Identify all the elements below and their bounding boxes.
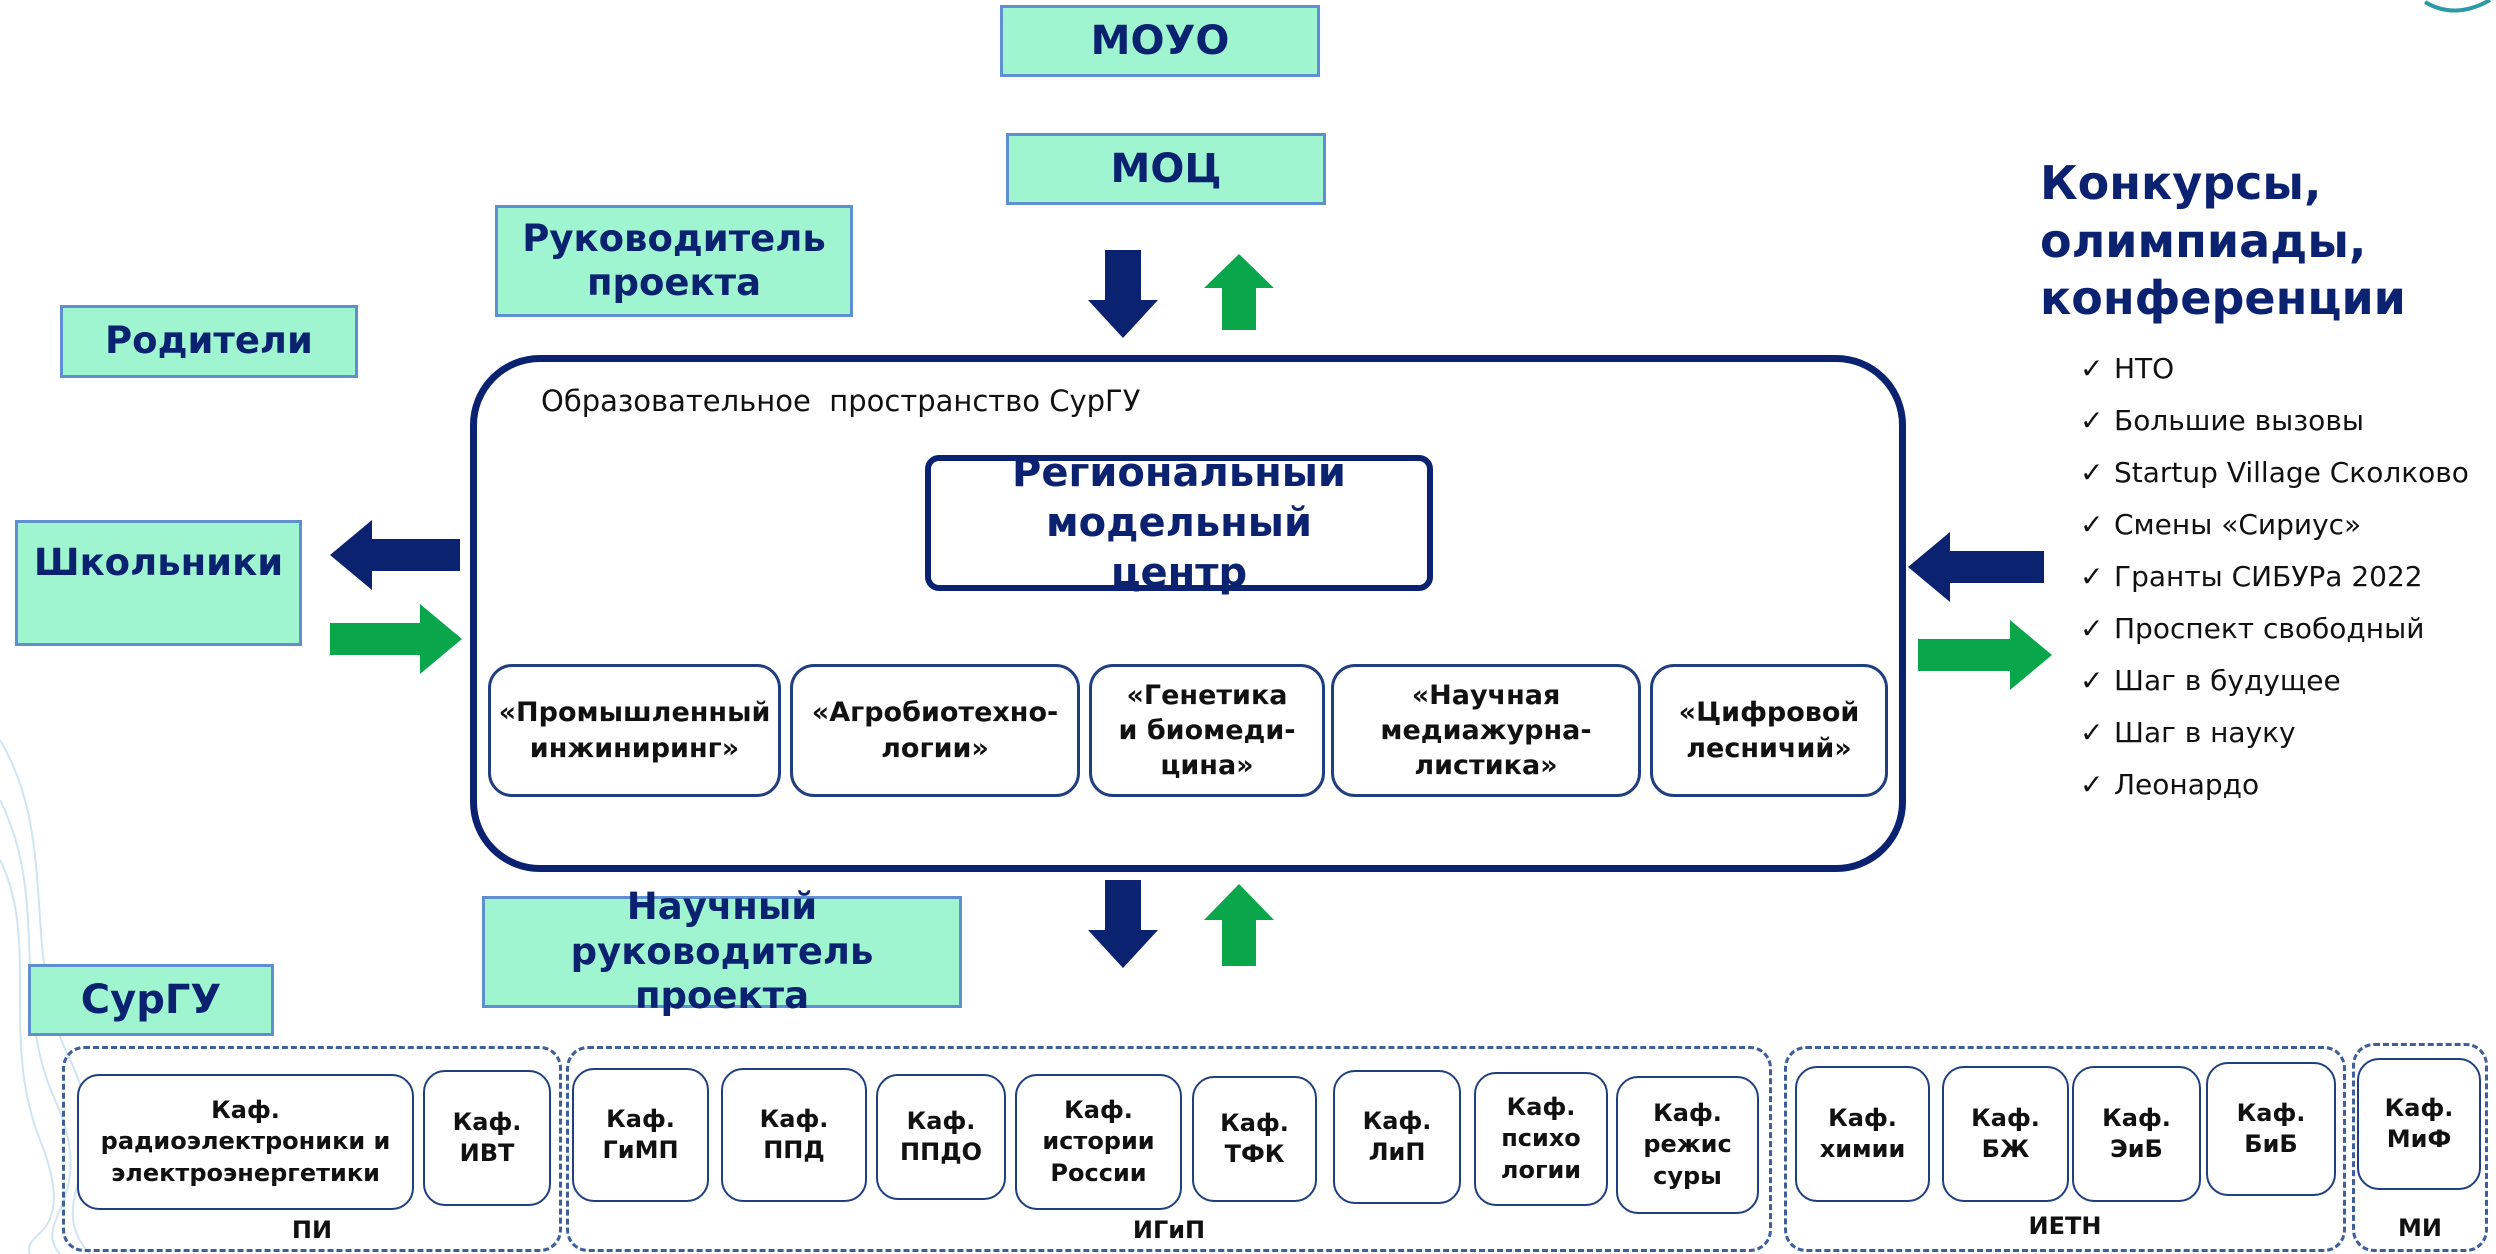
direction-digital-forester: «Цифровой лесничий» — [1650, 664, 1888, 797]
dept-gimp: Каф. ГиМП — [572, 1068, 709, 1202]
surgu-box: СурГУ — [28, 964, 274, 1036]
checkmark-icon: ✓ — [2080, 508, 2104, 541]
group-label-pi: ПИ — [291, 1216, 333, 1244]
direction-industrial-engineering: «Промышленный инжиниринг» — [488, 664, 781, 797]
direction-agrobiotech: «Агробиотехно-логии» — [790, 664, 1080, 797]
dept-lip: Каф. ЛиП — [1333, 1070, 1461, 1204]
contests-title: Конкурсы, олимпиады, конференции — [2040, 156, 2406, 325]
contests-list-item: ✓Startup Village Сколково — [2080, 456, 2469, 489]
arrow-left-navy-students — [330, 520, 460, 590]
dept-chemistry: Каф. химии — [1795, 1066, 1930, 1202]
checkmark-icon: ✓ — [2080, 768, 2104, 801]
students-box: Школьники — [15, 520, 302, 646]
contests-list-item: ✓Шаг в науку — [2080, 716, 2296, 749]
arrow-left-navy-contests — [1908, 532, 2044, 602]
moc-box: МОЦ — [1006, 133, 1326, 205]
group-label-mi: МИ — [2398, 1214, 2442, 1242]
dept-psychology: Каф. психо логии — [1474, 1072, 1608, 1206]
dept-radioelectronics: Каф. радиоэлектроники и электроэнергетик… — [77, 1074, 414, 1210]
contests-list-item: ✓НТО — [2080, 352, 2175, 385]
arrow-right-green-students — [330, 604, 462, 674]
group-label-ietn: ИЕТН — [2028, 1212, 2102, 1240]
mouo-box: МОУО — [1000, 5, 1320, 77]
dept-history-russia: Каф. истории России — [1015, 1074, 1182, 1210]
group-label-igip: ИГиП — [1132, 1216, 1206, 1244]
group-pi — [62, 1046, 562, 1252]
contests-list-item: ✓Шаг в будущее — [2080, 664, 2341, 697]
checkmark-icon: ✓ — [2080, 716, 2104, 749]
checkmark-icon: ✓ — [2080, 664, 2104, 697]
dept-directing: Каф. режис суры — [1616, 1076, 1759, 1214]
group-ietn — [1784, 1046, 2346, 1252]
contests-list-item: ✓Проспект свободный — [2080, 612, 2425, 645]
arrow-up-green-top — [1204, 254, 1274, 330]
arrow-up-green-bottom — [1204, 884, 1274, 966]
checkmark-icon: ✓ — [2080, 612, 2104, 645]
contests-list-item: ✓Леонардо — [2080, 768, 2260, 801]
science-leader-box: Научный руководитель проекта — [482, 885, 962, 1017]
arrow-down-navy-top — [1088, 250, 1158, 338]
dept-ivt: Каф. ИВТ — [423, 1070, 551, 1206]
dept-eib: Каф. ЭиБ — [2072, 1066, 2201, 1202]
contests-list-item: ✓Смены «Сириус» — [2080, 508, 2362, 541]
contests-list-item: ✓Гранты СИБУРа 2022 — [2080, 560, 2423, 593]
checkmark-icon: ✓ — [2080, 404, 2104, 437]
dept-ppdo: Каф. ППДО — [876, 1074, 1006, 1200]
checkmark-icon: ✓ — [2080, 456, 2104, 489]
arrow-down-navy-bottom — [1088, 880, 1158, 968]
dept-bzh: Каф. БЖ — [1942, 1066, 2069, 1202]
dept-tfk: Каф. ТФК — [1192, 1076, 1317, 1202]
regional-model-center: Региональный модельный центр — [925, 450, 1433, 596]
dept-mif: Каф. МиФ — [2357, 1058, 2481, 1190]
project-leader-box: Руководитель проекта — [495, 205, 853, 317]
contests-list: ✓НТО ✓Большие вызовы ✓Startup Village Ск… — [2080, 352, 2469, 820]
educational-space-label: Образовательное пространство СурГУ — [541, 384, 1141, 418]
checkmark-icon: ✓ — [2080, 560, 2104, 593]
direction-genetics: «Генетика и биомеди-цина» — [1089, 664, 1325, 797]
group-igip — [566, 1046, 1772, 1252]
contests-list-item: ✓Большие вызовы — [2080, 404, 2364, 437]
logo-fragment — [2423, 0, 2491, 13]
group-mi — [2352, 1043, 2488, 1252]
parents-box: Родители — [60, 305, 358, 378]
checkmark-icon: ✓ — [2080, 352, 2104, 385]
direction-media-journalism: «Научная медиажурна-листика» — [1331, 664, 1641, 797]
arrow-right-green-contests — [1918, 620, 2052, 690]
dept-bib: Каф. БиБ — [2206, 1062, 2336, 1196]
dept-ppd: Каф. ППД — [721, 1068, 867, 1202]
